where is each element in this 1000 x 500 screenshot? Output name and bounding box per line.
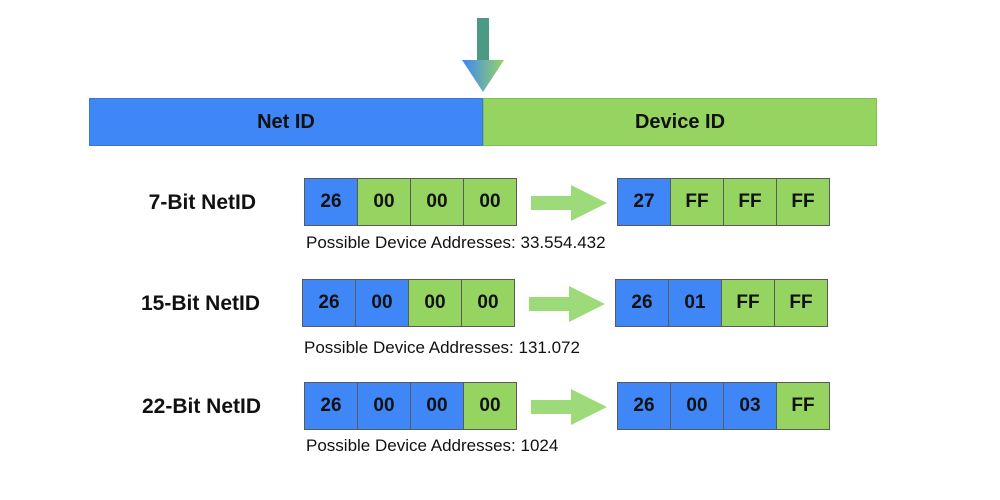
net-id-label: Net ID	[257, 110, 315, 133]
right-arrow-icon	[529, 286, 605, 322]
byte-cell: 26	[304, 382, 358, 430]
byte-cell: 00	[355, 279, 409, 327]
byte-cell: 00	[463, 382, 517, 430]
byte-cell: 00	[408, 279, 462, 327]
split-arrow-icon	[462, 18, 504, 92]
byte-cell: 01	[668, 279, 722, 327]
device-id-segment: Device ID	[483, 98, 877, 146]
net-id-segment: Net ID	[89, 98, 483, 146]
right-arrow-icon	[531, 389, 607, 425]
byte-cell: 00	[357, 178, 411, 226]
address-count-value: 33.554.432	[520, 233, 606, 252]
byte-cell: FF	[774, 279, 828, 327]
byte-cell: 00	[357, 382, 411, 430]
byte-cell: 03	[723, 382, 777, 430]
from-bytes-15bit: 26 00 00 00	[302, 279, 515, 327]
address-count-caption: Possible Device Addresses: 1024	[306, 436, 558, 456]
byte-cell: 26	[302, 279, 356, 327]
byte-cell: FF	[670, 178, 724, 226]
byte-cell: 00	[410, 178, 464, 226]
byte-cell: 26	[617, 382, 671, 430]
from-bytes-22bit: 26 00 00 00	[304, 382, 517, 430]
caption-prefix: Possible Device Addresses:	[306, 233, 521, 252]
from-bytes-7bit: 26 00 00 00	[304, 178, 517, 226]
caption-prefix: Possible Device Addresses:	[306, 436, 521, 455]
address-count-caption: Possible Device Addresses: 33.554.432	[306, 233, 606, 253]
row-label-7bit: 7-Bit NetID	[148, 191, 256, 214]
right-arrow-icon	[531, 185, 607, 221]
address-count-value: 1024	[520, 436, 559, 455]
address-count-value: 131.072	[518, 338, 580, 357]
byte-cell: 26	[615, 279, 669, 327]
caption-prefix: Possible Device Addresses:	[304, 338, 519, 357]
byte-cell: 00	[461, 279, 515, 327]
row-label-22bit: 22-Bit NetID	[141, 395, 261, 418]
byte-cell: 26	[304, 178, 358, 226]
row-label-15bit: 15-Bit NetID	[140, 292, 260, 315]
address-count-caption: Possible Device Addresses: 131.072	[304, 338, 580, 358]
to-bytes-22bit: 26 00 03 FF	[617, 382, 830, 430]
byte-cell: FF	[721, 279, 775, 327]
to-bytes-15bit: 26 01 FF FF	[615, 279, 828, 327]
address-split-bar: Net ID Device ID	[89, 98, 877, 146]
byte-cell: 00	[463, 178, 517, 226]
device-id-label: Device ID	[634, 110, 726, 133]
byte-cell: FF	[723, 178, 777, 226]
byte-cell: 27	[617, 178, 671, 226]
byte-cell: FF	[776, 382, 830, 430]
byte-cell: FF	[776, 178, 830, 226]
to-bytes-7bit: 27 FF FF FF	[617, 178, 830, 226]
byte-cell: 00	[410, 382, 464, 430]
byte-cell: 00	[670, 382, 724, 430]
